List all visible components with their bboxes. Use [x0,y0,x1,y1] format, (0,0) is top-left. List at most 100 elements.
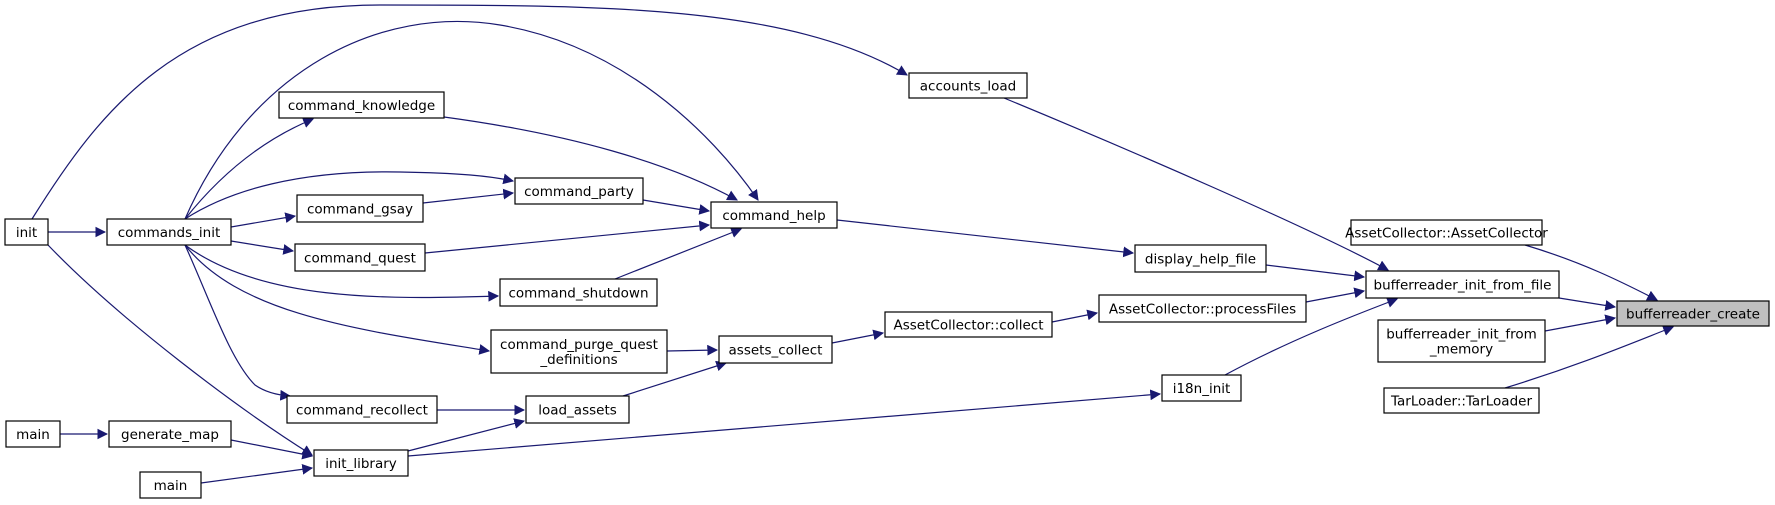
node-label: load_assets [538,403,617,419]
node-box [108,420,232,448]
node-label: TarLoader::TarLoader [1390,394,1532,410]
node-label: command_purge_quest [500,337,658,353]
edge-commands_init-to-command_knowledge [184,117,314,220]
node-box [5,420,61,448]
node-command_purge_quest_definitions[interactable]: command_purge_quest_definitions [490,329,668,374]
node-label: bufferreader_init_from [1386,327,1537,343]
node-label: commands_init [118,225,221,241]
edge-init_library-to-load_assets [407,418,526,452]
node-label: bufferreader_init_from_file [1374,278,1552,294]
node-assets_collect[interactable]: assets_collect [718,335,833,364]
node-accounts_load[interactable]: accounts_load [908,72,1028,99]
edge-command_shutdown-to-command_help [614,227,743,280]
node-main_a[interactable]: main [5,420,61,448]
node-label: command_party [524,184,634,200]
node-box [1098,294,1307,323]
node-box [1134,244,1267,273]
node-box [718,335,833,364]
node-box [4,218,49,246]
edge-collect-to-processFiles [1051,309,1099,323]
node-box [294,243,426,272]
node-load_assets[interactable]: load_assets [525,395,630,424]
edge-commands_init-to-command_shutdown [184,244,500,302]
node-box [710,201,838,229]
node-i18n_init[interactable]: i18n_init [1161,374,1242,402]
node-label: i18n_init [1173,381,1231,397]
node-init[interactable]: init [4,218,49,246]
node-box [286,395,438,424]
edge-commands_init-to-command_recollect [184,244,292,401]
node-box [278,91,445,119]
node-box [884,311,1053,338]
node-box [313,449,409,477]
node-commands_init[interactable]: commands_init [106,218,232,246]
node-command_knowledge[interactable]: command_knowledge [278,91,445,119]
edge-bufferreader_init_from_memory-to-bufferreader_create [1544,314,1617,332]
node-label: command_gsay [307,202,413,218]
node-box [296,194,424,223]
edge-assets_collect-to-collect [831,329,885,344]
node-command_recollect[interactable]: command_recollect [286,395,438,424]
node-box [1616,300,1770,327]
node-command_gsay[interactable]: command_gsay [296,194,424,223]
node-display_help_file[interactable]: display_help_file [1134,244,1267,273]
node-layer: bufferreader_create AssetCollector::Asset… [4,72,1770,499]
node-label: AssetCollector::collect [894,318,1044,334]
edge-init-to-init_library [47,244,313,456]
edge-AssetCollector_ctor-to-bufferreader_create [1524,244,1658,301]
edge-TarLoader_ctor-to-bufferreader_create [1504,325,1675,389]
node-bufferreader_init_from_file[interactable]: bufferreader_init_from_file [1365,270,1560,299]
node-main_b[interactable]: main [139,471,202,499]
node-label: command_quest [304,251,416,267]
node-label: init [16,225,37,241]
node-label: accounts_load [920,79,1016,95]
node-box [106,218,232,246]
node-box [1377,319,1546,363]
node-command_quest[interactable]: command_quest [294,243,426,272]
node-command_shutdown[interactable]: command_shutdown [499,278,658,307]
node-collect[interactable]: AssetCollector::collect [884,311,1053,338]
edge-processFiles-to-bufferreader_init_from_file [1305,287,1366,303]
edge-command_knowledge-to-command_help [443,116,738,201]
edge-bufferreader_init_from_file-to-bufferreader_create [1558,297,1617,311]
node-box [139,471,202,499]
node-bufferreader_create[interactable]: bufferreader_create [1616,300,1770,327]
node-box [908,72,1028,99]
edge-commands_init-to-command_gsay [230,212,297,228]
node-TarLoader_ctor[interactable]: TarLoader::TarLoader [1383,387,1540,414]
node-box [490,329,668,374]
node-label: command_recollect [296,403,428,419]
node-command_party[interactable]: command_party [514,177,644,205]
edge-command_quest-to-command_help [424,220,711,254]
edge-init-to-accounts_load [31,4,908,220]
edge-command_purge_quest_definitions-to-assets_collect [666,344,719,356]
node-label: generate_map [121,427,219,443]
node-box [1383,387,1540,414]
node-AssetCollector_ctor[interactable]: AssetCollector::AssetCollector [1345,219,1548,246]
node-label: command_shutdown [509,286,649,302]
node-bufferreader_init_from_memory[interactable]: bufferreader_init_from_memory [1377,319,1546,363]
node-label: _definitions [539,352,617,368]
node-command_help[interactable]: command_help [710,201,838,229]
node-box [1365,270,1560,299]
edge-command_party-to-command_help [642,199,711,215]
edge-layer [31,4,1675,484]
edge-command_help-to-display_help_file [836,219,1135,258]
edge-commands_init-to-command_help [184,20,759,220]
node-label: main [16,427,50,443]
node-generate_map[interactable]: generate_map [108,420,232,448]
edge-generate_map-to-init_library [230,439,314,460]
node-processFiles[interactable]: AssetCollector::processFiles [1098,294,1307,323]
node-box [1161,374,1242,402]
node-label: AssetCollector::AssetCollector [1345,226,1548,242]
node-label: command_help [722,208,825,224]
node-init_library[interactable]: init_library [313,449,409,477]
node-label: AssetCollector::processFiles [1109,302,1296,318]
node-box [1350,219,1543,246]
node-label: command_knowledge [288,98,435,114]
edge-command_gsay-to-command_party [422,188,515,204]
edge-commands_init-to-command_quest [230,240,295,255]
edge-init_library-to-i18n_init [407,389,1162,457]
node-label: display_help_file [1145,252,1256,268]
